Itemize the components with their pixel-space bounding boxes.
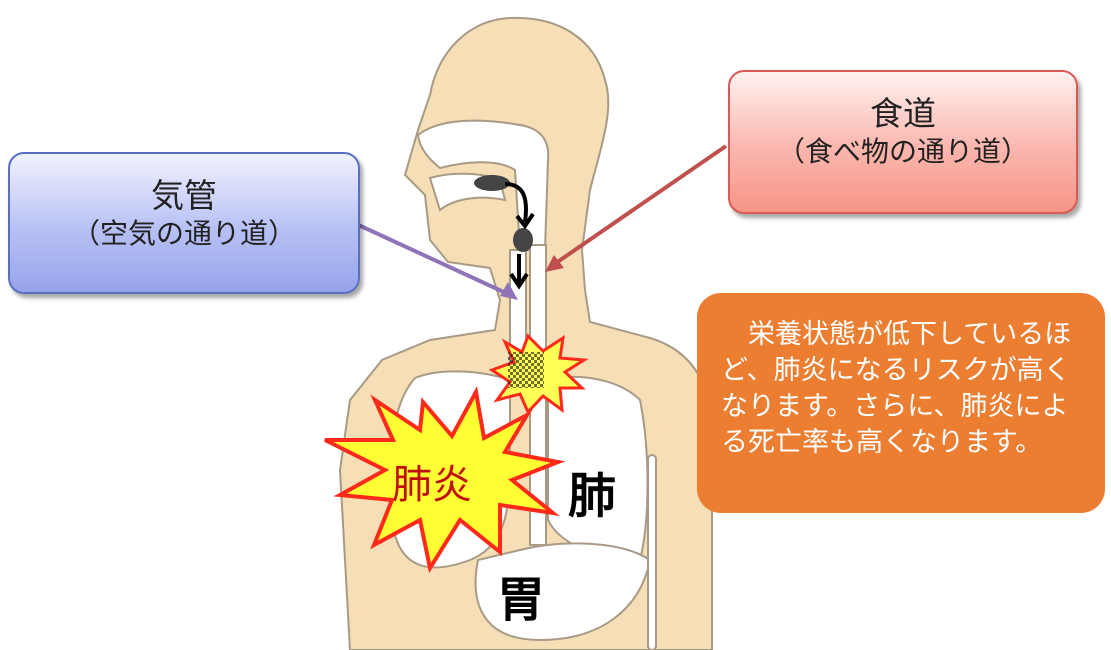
lung-label: 肺 [568,468,617,524]
pneumonia-burst-icon [324,386,566,574]
pneumonia-label: 肺炎 [392,462,472,508]
trachea-title: 気管 [151,176,217,215]
trachea-subtitle: （空気の通り道） [71,217,296,250]
stomach-label: 胃 [497,572,546,628]
esophagus-title: 食道 [870,94,936,133]
esophagus-callout: 食道 （食べ物の通り道） [728,70,1078,214]
stomach [474,542,652,642]
food-bolus [474,175,533,252]
arm-line [647,454,657,650]
small-burst-icon [488,333,589,415]
flow-arrows [504,182,535,290]
esophagus-pointer-arrow [545,144,728,272]
info-text-box: 栄養状態が低下しているほど、肺炎になるリスクが高くなります。さらに、肺炎による死… [697,293,1105,513]
trachea-callout: 気管 （空気の通り道） [8,152,360,294]
trachea-pointer-arrow [351,220,518,300]
esophagus-subtitle: （食べ物の通り道） [776,135,1029,168]
